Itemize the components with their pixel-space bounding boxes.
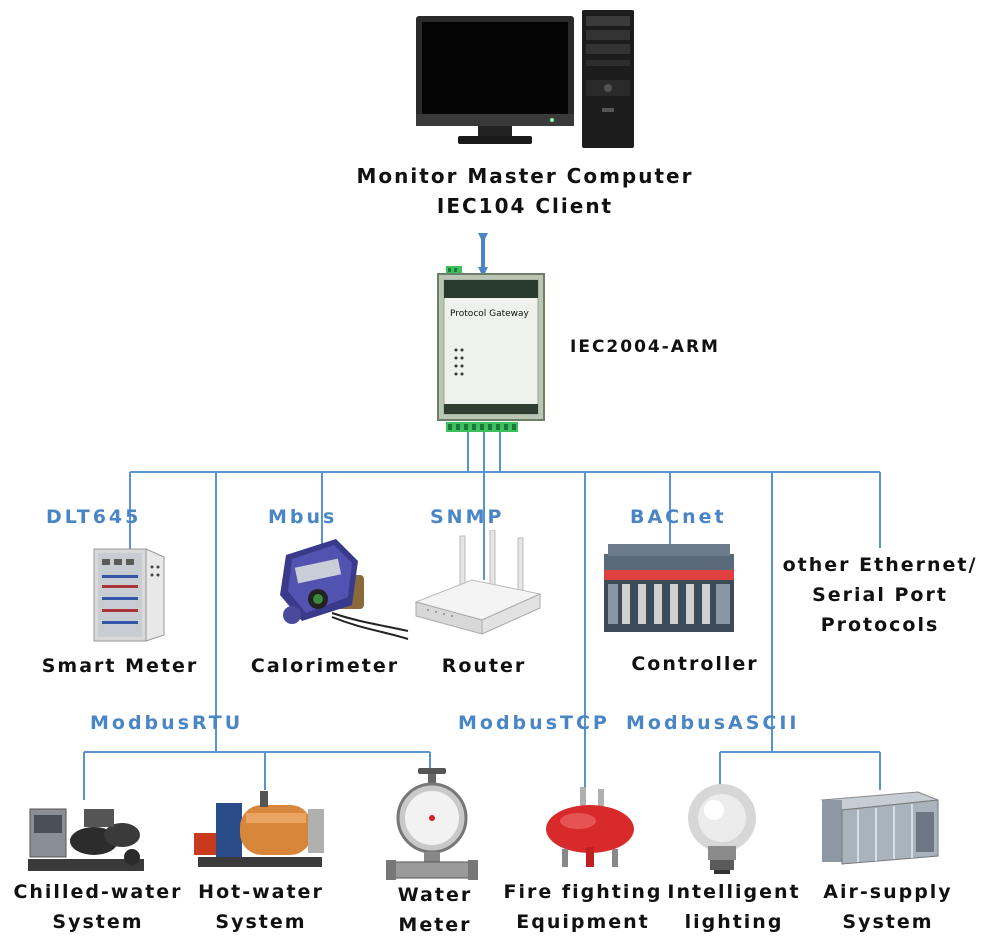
chilled-water-system-image (28, 808, 144, 871)
air-supply-system-image (820, 791, 939, 865)
protocol-gateway-device-image: Protocol Gateway (437, 266, 545, 432)
air-supply-line1: Air-supply (823, 881, 953, 903)
chilled-water-line1: Chilled-water (13, 881, 183, 903)
monitor-master-computer-image (416, 10, 634, 148)
calorimeter-label: Calorimeter (250, 655, 400, 677)
fire-fighting-line2: Equipment (516, 911, 650, 933)
fire-fighting-line1: Fire fighting (503, 881, 663, 903)
router-image (414, 530, 542, 635)
other-protocols-line3: Protocols (820, 614, 940, 636)
master-title-line1: Monitor Master Computer (356, 164, 694, 188)
protocol-mbus: Mbus (268, 506, 338, 528)
controller-image (604, 544, 734, 632)
gateway-name: IEC2004-ARM (570, 337, 720, 357)
fire-fighting-equipment-image (546, 787, 634, 867)
calorimeter-image (280, 539, 409, 640)
smart-meter-image (93, 548, 165, 642)
protocol-modbus-ascii: ModbusASCII (626, 712, 800, 734)
air-supply-line2: System (842, 911, 934, 933)
intelligent-lighting-line2: lighting (684, 911, 784, 933)
router-label: Router (441, 655, 527, 677)
protocol-snmp: SNMP (430, 506, 505, 528)
gateway-panel-text: Protocol Gateway (450, 309, 530, 319)
smart-meter-label: Smart Meter (41, 655, 199, 677)
other-protocols-line2: Serial Port (812, 584, 948, 606)
controller-label: Controller (631, 653, 759, 675)
chilled-water-line2: System (52, 911, 144, 933)
protocol-dlt645: DLT645 (46, 506, 142, 528)
master-title-line2: IEC104 Client (436, 194, 614, 218)
hot-water-line1: Hot-water (198, 881, 324, 903)
other-protocols-line1: other Ethernet/ (782, 554, 978, 576)
protocol-modbus-tcp: ModbusTCP (458, 712, 610, 734)
protocol-modbus-rtu: ModbusRTU (90, 712, 244, 734)
protocol-bacnet: BACnet (630, 506, 727, 528)
intelligent-lighting-image (688, 784, 756, 874)
water-meter-image (386, 768, 478, 880)
intelligent-lighting-line1: Intelligent (667, 881, 801, 903)
hot-water-line2: System (215, 911, 307, 933)
hot-water-system-image (194, 791, 324, 867)
water-meter-line1: Water (397, 884, 473, 906)
water-meter-line2: Meter (398, 914, 472, 936)
